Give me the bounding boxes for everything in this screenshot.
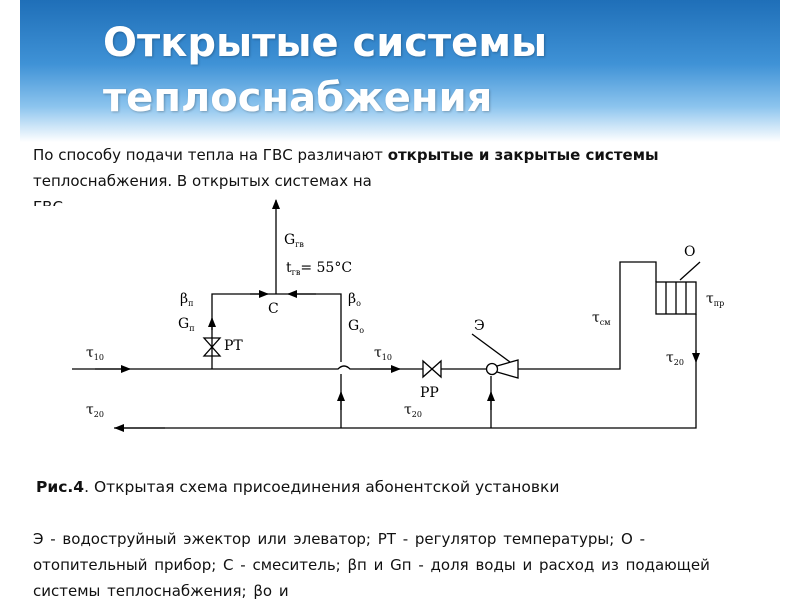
slide-title: Открытые системы теплоснабжения [103,16,763,126]
figure-caption-text: . Открытая схема присоединения абонентск… [84,478,560,496]
rr-label: PP [420,385,439,401]
intro-part-3: ГВС [33,194,748,206]
c-label: C [268,301,279,317]
title-band [20,0,780,142]
rt-valve [202,337,222,357]
supply-pipe [72,365,423,370]
intro-bold-1: открытые и закрытые системы [387,146,659,164]
figure-number: Рис.4 [36,478,85,496]
o-label: O [684,244,695,260]
title-line-1: Открытые системы [103,20,548,66]
figure-caption: Рис.4. Открытая схема присоединения абон… [36,478,776,496]
radiator-fins [665,282,687,314]
g-p-label: Gп [178,316,195,333]
tau20-mid-label: τ20 [404,402,422,419]
intro-part-2: теплоснабжения. В открытых системах на [33,172,372,190]
intro-paragraph: По способу подачи тепла на ГВС различают… [33,142,748,214]
beta-o-label: βо [348,291,361,308]
radiator-leader [679,261,701,281]
ejector-leader [471,333,511,363]
supply-pipe-3 [518,261,657,370]
tau-pr-label: τпр [706,291,724,308]
g-o-label: Gо [348,318,364,335]
rt-label: PT [224,338,243,354]
tau20-right-label: τ20 [666,350,684,367]
rr-valve [422,359,442,379]
title-line-2: теплоснабжения [103,75,493,121]
beta-p-label: βп [180,291,193,308]
intro-part-1: По способу подачи тепла на ГВС различают [33,146,388,164]
ejector-nozzle [485,362,499,376]
heat-supply-diagram: Gгв tгв= 55°C βп Gп PT C βо Gо τ10 τ10 τ… [72,199,724,432]
ejector-body [496,359,519,379]
e-label: Э [474,318,485,334]
tau-sm-label: τсм [592,310,610,327]
t-gv-label: tгв= 55°C [286,260,352,277]
tau20-left-label: τ20 [86,402,104,419]
legend-paragraph: Э - водоструйный эжектор или элеватор; Р… [33,530,710,600]
tau10-mid-label: τ10 [374,345,392,362]
tau10-left-label: τ10 [86,345,104,362]
g-gv-label: Gгв [284,232,304,249]
